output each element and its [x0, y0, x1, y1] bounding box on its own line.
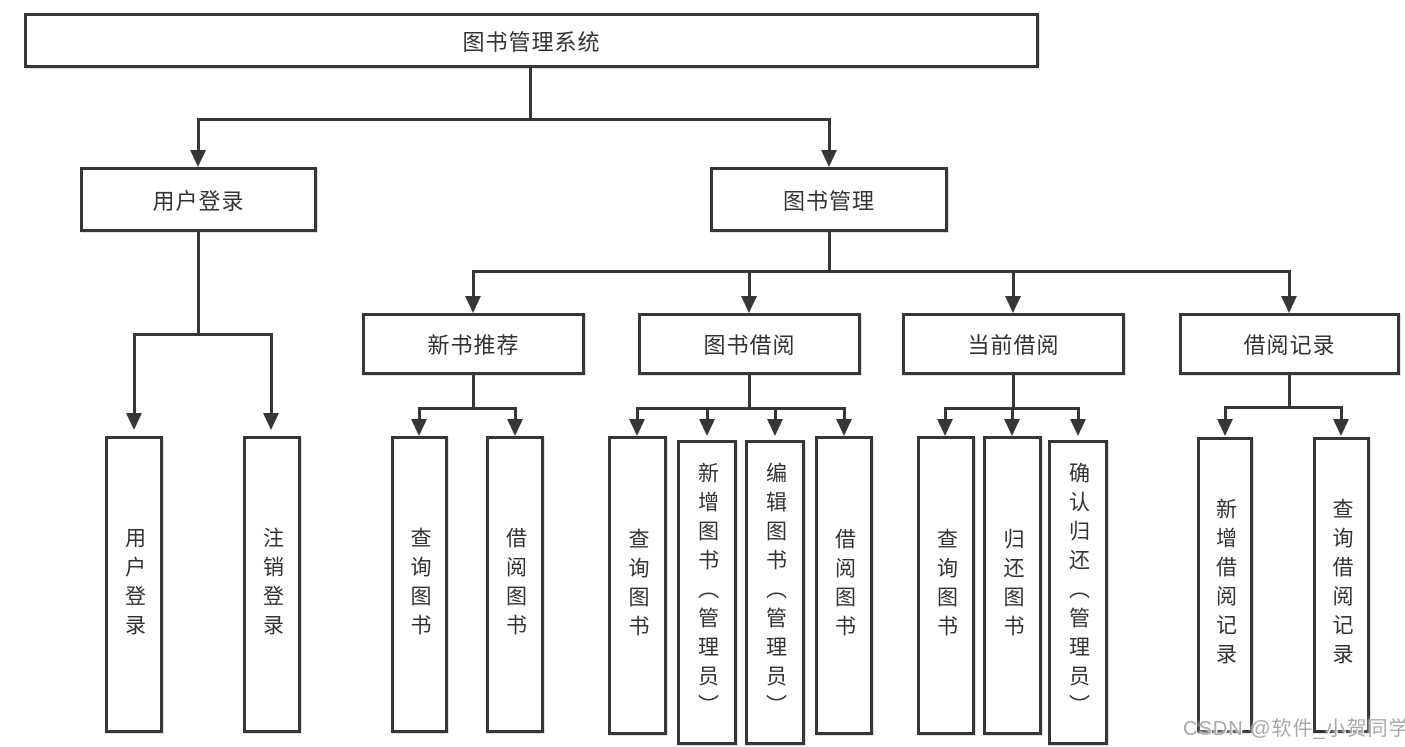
leaf-query-books-borrow-label: 查询图书: [626, 527, 649, 644]
connector-g3-c2-drop: [1011, 407, 1014, 420]
leaf-add-borrow-record-label: 新增借阅记录: [1213, 498, 1237, 672]
arrowhead-leaf-logout: [263, 413, 279, 430]
arrowhead-leaf-user-login: [126, 413, 142, 430]
node-current-borrow: 当前借阅: [902, 313, 1125, 375]
connector-g4-stem: [1288, 375, 1291, 406]
arrowhead-current-borrow: [1005, 296, 1021, 313]
leaf-user-login-label: 用户登录: [122, 526, 146, 643]
leaf-query-books-current: 查询图书: [917, 436, 975, 735]
leaf-edit-book-admin: 编辑图书（管理员）: [745, 440, 805, 745]
connector-g4-c2-drop: [1340, 406, 1343, 420]
leaf-add-book-admin-label: 新增图书（管理员）: [695, 462, 719, 723]
arrowhead-new-book: [465, 296, 481, 313]
leaf-logout: 注销登录: [243, 436, 301, 733]
arrowhead-borrow-records: [1281, 296, 1297, 313]
connector-g2-c4-drop: [843, 407, 846, 420]
leaf-query-books-recommend: 查询图书: [391, 436, 448, 733]
connector-user-login-branch: [133, 333, 273, 336]
leaf-confirm-return-admin-label: 确认归还（管理员）: [1066, 462, 1090, 723]
leaf-add-book-admin: 新增图书（管理员）: [677, 440, 737, 745]
node-borrow-records: 借阅记录: [1179, 313, 1400, 375]
leaf-borrow-books-recommend-label: 借阅图书: [503, 526, 527, 643]
arrowhead-g3-c3: [1070, 419, 1086, 436]
arrowhead-g4-c2: [1333, 419, 1349, 436]
connector-user-login-stem: [197, 232, 200, 333]
leaf-add-borrow-record: 新增借阅记录: [1197, 437, 1253, 733]
connector-g2-stem: [748, 375, 751, 407]
arrowhead-g2-c3: [767, 419, 783, 436]
connector-g2-c3-drop: [774, 407, 777, 420]
leaf-query-borrow-record: 查询借阅记录: [1313, 437, 1370, 733]
connector-g3-stem: [1012, 375, 1015, 407]
arrowhead-g1-c2: [507, 419, 523, 436]
connector-borrow-records-drop: [1288, 270, 1291, 298]
connector-book-mgmt-drop: [828, 118, 831, 152]
node-new-book-recommend-label: 新书推荐: [427, 333, 520, 358]
connector-new-book-drop: [472, 270, 475, 298]
node-book-borrow: 图书借阅: [638, 313, 861, 375]
node-borrow-records-label: 借阅记录: [1243, 333, 1336, 358]
arrowhead-user-login: [190, 150, 206, 167]
arrowhead-g3-c2: [1004, 419, 1020, 436]
connector-root-branch: [197, 118, 831, 121]
node-current-borrow-label: 当前借阅: [967, 333, 1060, 358]
leaf-confirm-return-admin: 确认归还（管理员）: [1048, 440, 1108, 745]
connector-user-login-drop: [197, 118, 200, 152]
connector-g2-c1-drop: [636, 407, 639, 420]
leaf-edit-book-admin-label: 编辑图书（管理员）: [763, 462, 787, 723]
leaf-query-books-borrow: 查询图书: [608, 436, 667, 735]
connector-g2-branch: [636, 407, 845, 410]
leaf-user-login: 用户登录: [105, 436, 163, 733]
leaf-query-books-recommend-label: 查询图书: [408, 526, 431, 643]
leaf-query-books-current-label: 查询图书: [934, 527, 958, 644]
csdn-watermark: CSDN @软件_小贺同学: [1183, 718, 1405, 740]
connector-g1-stem: [472, 375, 475, 407]
connector-book-mgmt-branch: [472, 270, 1291, 273]
node-book-borrow-label: 图书借阅: [703, 333, 796, 358]
node-root-label: 图书管理系统: [462, 29, 601, 55]
connector-root-stem: [529, 68, 532, 118]
node-user-login: 用户登录: [80, 167, 317, 232]
connector-g4-c1-drop: [1224, 406, 1227, 420]
connector-book-mgmt-stem: [828, 232, 831, 270]
arrowhead-g3-c1: [937, 419, 953, 436]
connector-leaf-logout-drop: [270, 333, 273, 414]
connector-g3-c1-drop: [944, 407, 947, 420]
connector-g4-branch: [1224, 406, 1343, 409]
leaf-query-borrow-record-label: 查询借阅记录: [1330, 498, 1353, 672]
connector-g3-c3-drop: [1077, 407, 1080, 420]
leaf-borrow-books: 借阅图书: [815, 436, 873, 735]
arrowhead-g2-c1: [629, 419, 645, 436]
connector-g2-c2-drop: [706, 407, 709, 420]
arrowhead-book-borrow: [741, 296, 757, 313]
connector-g1-branch: [418, 407, 517, 410]
arrowhead-book-mgmt: [821, 150, 837, 167]
node-user-login-label: 用户登录: [152, 188, 245, 214]
node-new-book-recommend: 新书推荐: [362, 313, 585, 375]
node-book-management: 图书管理: [710, 167, 948, 232]
arrowhead-g4-c1: [1217, 419, 1233, 436]
leaf-logout-label: 注销登录: [260, 526, 284, 643]
connector-g1-c1-drop: [418, 407, 421, 420]
arrowhead-g2-c4: [836, 419, 852, 436]
leaf-return-book-label: 归还图书: [1001, 527, 1024, 644]
node-book-management-label: 图书管理: [782, 188, 875, 214]
arrowhead-g1-c1: [411, 419, 427, 436]
arrowhead-g2-c2: [699, 419, 715, 436]
leaf-borrow-books-recommend: 借阅图书: [486, 436, 544, 733]
leaf-borrow-books-label: 借阅图书: [832, 527, 856, 644]
connector-leaf-user-login-drop: [133, 333, 136, 414]
leaf-return-book: 归还图书: [983, 436, 1042, 735]
node-root: 图书管理系统: [24, 13, 1039, 68]
connector-g1-c2-drop: [514, 407, 517, 420]
connector-book-borrow-drop: [748, 270, 751, 298]
connector-current-borrow-drop: [1012, 270, 1015, 298]
